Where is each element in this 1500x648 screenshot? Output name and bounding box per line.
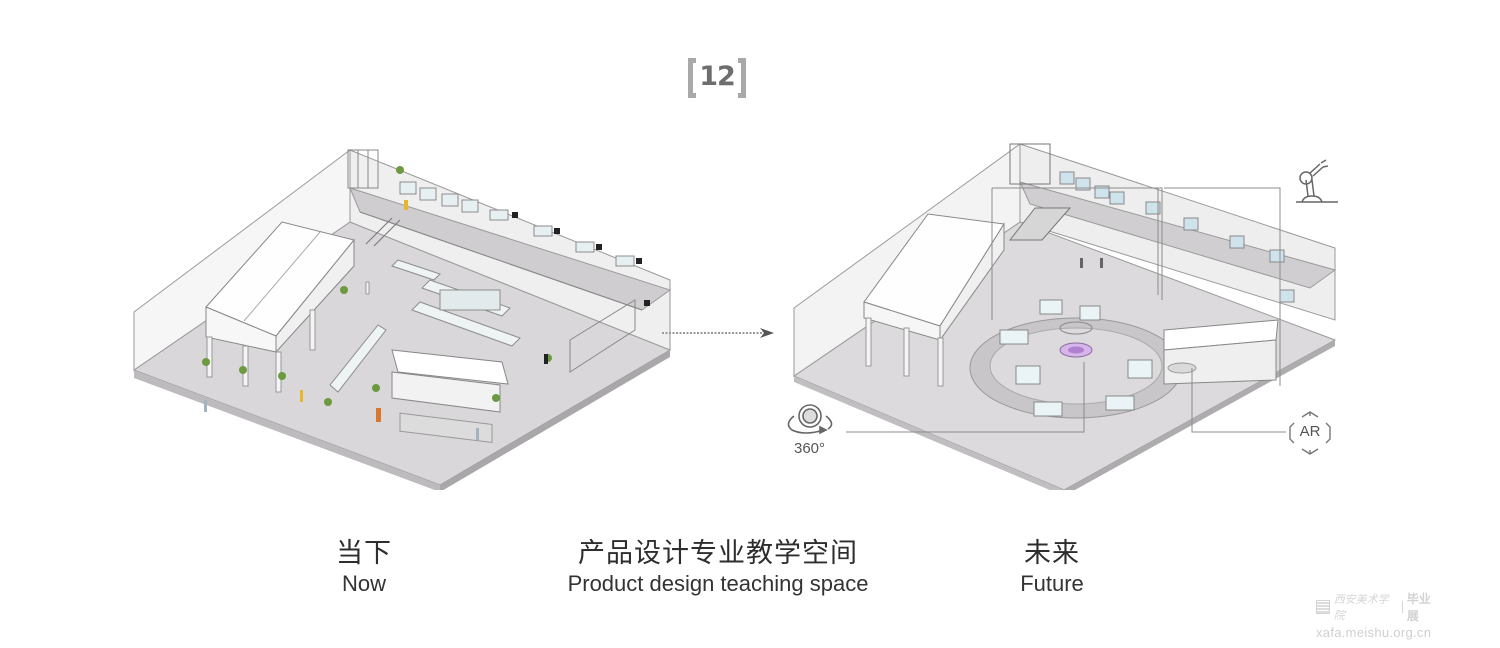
studio-block-columns: [206, 309, 316, 393]
mezzanine-rail: [359, 211, 643, 311]
now-title-zh: 当下: [336, 538, 392, 569]
shelving: [347, 149, 379, 189]
watermark: 西安美术学院 毕业展 xafa.meishu.org.cn: [1316, 590, 1442, 640]
now-title-en: Now: [341, 571, 386, 596]
now-caption: 当下 Now: [314, 538, 414, 598]
ar-hexagon-icon: [1289, 411, 1331, 455]
right-shelving: [569, 299, 636, 373]
future-title-zh: 未来: [1024, 538, 1080, 569]
ar-callout: AR: [1286, 409, 1334, 457]
studio-block-side: [939, 222, 1005, 342]
360-view-icon: [787, 404, 833, 435]
watermark-url: xafa.meishu.org.cn: [1316, 625, 1432, 640]
floor-edge-right: [440, 350, 670, 490]
glass-room-roof: [391, 349, 509, 385]
ar-callout-label: AR: [1299, 423, 1321, 440]
staircase: [1008, 207, 1072, 241]
circular-zone-inner: [989, 327, 1163, 405]
bracket-right: [738, 58, 746, 98]
staircase: [365, 217, 401, 247]
mezzanine-machines: [399, 181, 635, 267]
studio-block-columns: [865, 317, 944, 387]
vr-360-callout: 360°: [782, 402, 842, 462]
watermark-logo-row: 西安美术学院 毕业展: [1316, 590, 1442, 624]
page-number-text: 12: [699, 61, 736, 92]
vr-callout-line: [846, 362, 1085, 433]
circular-workstations: [999, 299, 1153, 417]
diagonal-workstations: [329, 324, 387, 393]
watermark-divider: [1401, 601, 1403, 613]
watermark-institution: 西安美术学院: [1333, 593, 1389, 622]
people: [204, 200, 548, 440]
ar-callout-line: [1191, 368, 1286, 433]
future-title-en: Future: [1020, 571, 1084, 596]
mezzanine-workstations: [1059, 171, 1295, 303]
center-title-en: Product design teaching space: [567, 571, 869, 596]
shelving: [1009, 143, 1051, 185]
callout-frames: [846, 187, 1286, 433]
future-scene-illustration: [780, 140, 1340, 490]
dotted-arrow-right-icon: [662, 328, 774, 338]
people: [1080, 258, 1103, 268]
central-workstations: [391, 259, 521, 347]
monitors: [512, 212, 650, 306]
academy-seal-icon: [1316, 600, 1330, 614]
glass-room-window: [399, 412, 493, 444]
future-caption: 未来 Future: [1002, 538, 1102, 598]
floor-edge: [134, 370, 440, 490]
center-title-zh: 产品设计专业教学空间: [578, 538, 858, 569]
watermark-event: 毕业展: [1406, 592, 1431, 623]
robot-arm-icon: [1296, 159, 1338, 203]
vr-callout-label: 360°: [794, 440, 826, 457]
now-isometric-room: [132, 149, 672, 490]
center-caption: 产品设计专业教学空间 Product design teaching space: [540, 538, 896, 598]
glass-room-front: [391, 371, 501, 413]
bracket-left: [688, 58, 696, 98]
page-number: 12: [688, 58, 746, 100]
future-isometric-room: [792, 143, 1337, 490]
studio-block-side: [275, 238, 355, 354]
now-scene-illustration: [130, 140, 675, 490]
hologram-ring: [1059, 321, 1093, 335]
